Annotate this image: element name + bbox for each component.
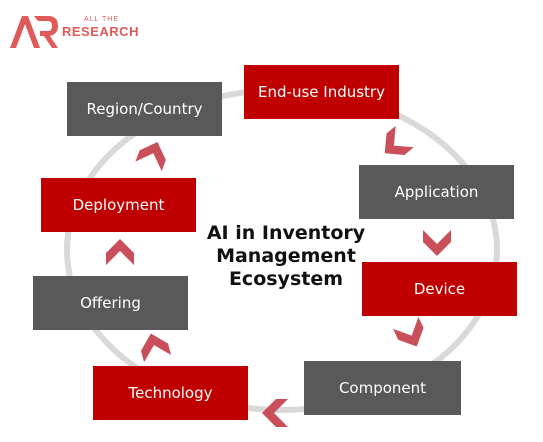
node-component: Component: [304, 361, 461, 415]
arrow-icon: [262, 399, 288, 427]
title-line: AI in Inventory: [206, 222, 366, 244]
arrow-icon: [135, 141, 166, 172]
node-application: Application: [359, 165, 514, 219]
node-region-country: Region/Country: [67, 82, 222, 136]
title-line: Ecosystem: [228, 268, 344, 290]
arrow-icon: [106, 239, 134, 265]
logo-line2: RESEARCH: [62, 24, 139, 39]
node-technology: Technology: [93, 366, 248, 420]
title-line: Management: [216, 245, 356, 267]
node-label: Technology: [128, 384, 213, 402]
arrow-icon: [423, 230, 451, 256]
arrow-icon: [393, 317, 424, 347]
arrow-icon: [140, 333, 172, 363]
node-device: Device: [362, 262, 517, 316]
node-label: Application: [394, 183, 479, 201]
node-deployment: Deployment: [41, 178, 196, 232]
node-label: Region/Country: [86, 100, 203, 118]
arrow-icon: [384, 125, 414, 156]
logo-text: ALL THE RESEARCH: [62, 16, 139, 39]
node-label: Offering: [80, 294, 141, 312]
diagram-title: AI in Inventory Management Ecosystem: [200, 222, 372, 291]
node-label: Device: [413, 280, 466, 298]
node-label: Component: [338, 379, 427, 397]
logo-mark: [10, 16, 58, 48]
node-label: End-use Industry: [258, 83, 385, 101]
node-end-use-industry: End-use Industry: [244, 65, 399, 119]
node-offering: Offering: [33, 276, 188, 330]
logo-line1: ALL THE: [84, 16, 120, 23]
node-label: Deployment: [72, 196, 165, 214]
